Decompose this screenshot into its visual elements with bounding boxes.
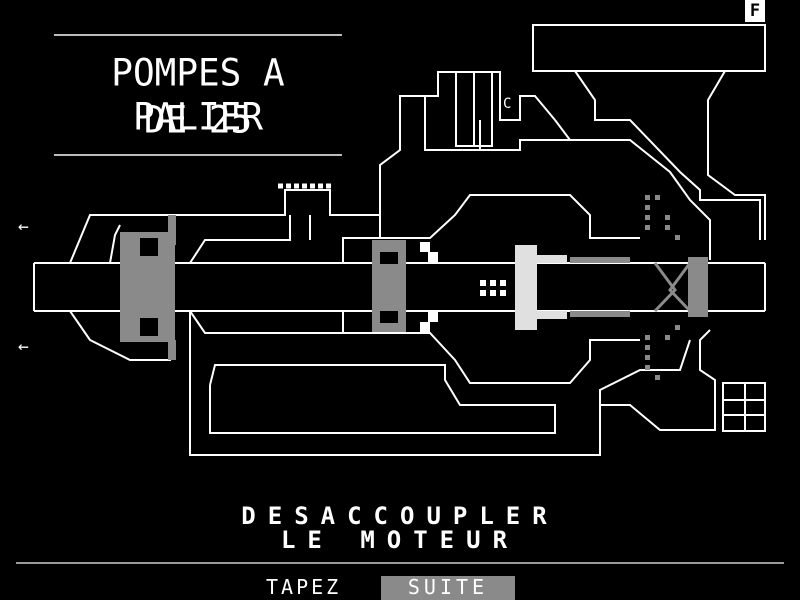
top-line-2 (554, 119, 571, 141)
motor-neck-right (707, 70, 766, 240)
suite-button[interactable]: SUITE (381, 576, 515, 600)
volute-outer (189, 311, 716, 456)
diffuser-chevron (653, 262, 677, 313)
motor-box (532, 24, 766, 72)
volute-inner (209, 364, 556, 434)
impeller-hub (515, 245, 537, 330)
top-flange-inner (424, 96, 481, 151)
impeller-right (599, 339, 691, 405)
corner-badge: F (745, 0, 765, 22)
instruction-line2: LE MOTEUR (280, 526, 520, 554)
impeller-band-1 (570, 257, 630, 263)
left-housing-inner (109, 224, 121, 264)
title-bottom-rule (54, 154, 342, 156)
flange-slot-1 (455, 71, 475, 147)
part-label: C (503, 96, 512, 112)
title-top-rule (54, 34, 342, 36)
impeller-band-2 (570, 311, 630, 317)
top-line (480, 139, 711, 260)
impeller-chamber-top (343, 194, 640, 239)
mid-housing-lower (189, 310, 344, 334)
mid-housing-top (170, 189, 381, 263)
mid-housing-upper (189, 215, 291, 264)
impeller-chamber-bottom (343, 332, 640, 384)
page-title-line2: DE 25 (143, 98, 253, 142)
bottom-divider (16, 562, 784, 564)
flange-slot-2 (473, 71, 493, 147)
left-arrow-icon: ← (18, 216, 29, 237)
instruction-line1: DESACCOUPLER (241, 502, 559, 530)
page-title-line1: POMPES A PALIER (111, 51, 285, 140)
right-cap (688, 257, 708, 317)
top-flange (379, 71, 556, 215)
motor-neck (574, 70, 761, 240)
prompt-label: TAPEZ (266, 575, 342, 599)
left-arrow-icon: ← (18, 336, 29, 357)
